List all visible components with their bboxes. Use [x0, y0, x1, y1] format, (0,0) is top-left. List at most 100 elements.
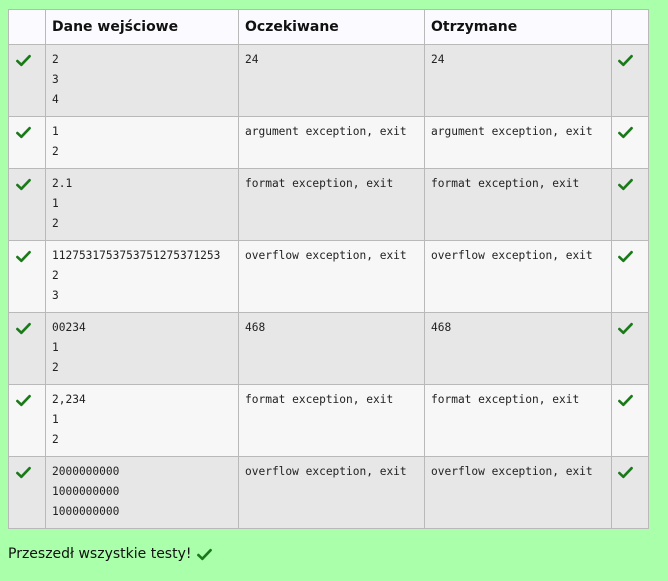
summary-text: Przeszedł wszystkie testy! — [8, 546, 192, 562]
check-icon — [618, 321, 633, 336]
input-cell: 2,234 1 2 — [45, 384, 239, 457]
table-row: 112753175375375127537125З 2 3 overflow exce… — [8, 240, 649, 313]
status-cell-left — [8, 240, 46, 313]
got-cell: overflow exception, exit — [424, 456, 612, 529]
input-cell: 2.1 1 2 — [45, 168, 239, 241]
check-icon — [16, 465, 31, 480]
header-status-left — [8, 9, 46, 45]
expected-text: 468 — [245, 321, 266, 334]
check-icon — [16, 53, 31, 68]
status-cell-left — [8, 116, 46, 169]
expected-cell: format exception, exit — [238, 384, 425, 457]
status-cell-right — [611, 168, 649, 241]
input-line: 112753175375375127537125З — [52, 249, 221, 262]
input-line: 2.1 — [52, 177, 73, 190]
check-icon — [618, 393, 633, 408]
input-line: 2 — [52, 433, 59, 446]
input-line: 2,234 — [52, 393, 86, 406]
got-cell: argument exception, exit — [424, 116, 612, 169]
expected-text: format exception, exit — [245, 393, 394, 406]
input-line: 1000000000 — [52, 485, 120, 498]
summary-message: Przeszedł wszystkie testy! — [8, 546, 212, 562]
expected-cell: overflow exception, exit — [238, 456, 425, 529]
table-header-row: Dane wejściowe Oczekiwane Otrzymane — [8, 9, 649, 45]
input-line: 3 — [52, 289, 59, 302]
header-got: Otrzymane — [424, 9, 612, 45]
expected-text: overflow exception, exit — [245, 465, 407, 478]
input-line: 4 — [52, 93, 59, 106]
table-row: 2.1 1 2 format exception, exit format except… — [8, 168, 649, 241]
got-text: 468 — [431, 321, 452, 334]
input-line: 2 — [52, 361, 59, 374]
header-input: Dane wejściowe — [45, 9, 239, 45]
got-text: 24 — [431, 53, 445, 66]
status-cell-right — [611, 116, 649, 169]
input-line: 1 — [52, 125, 59, 138]
input-line: 2 — [52, 53, 59, 66]
status-cell-right — [611, 384, 649, 457]
expected-cell: overflow exception, exit — [238, 240, 425, 313]
status-cell-right — [611, 44, 649, 117]
status-cell-left — [8, 168, 46, 241]
got-cell: 24 — [424, 44, 612, 117]
expected-text: overflow exception, exit — [245, 249, 407, 262]
table-row: 2000000000 1000000000 1000000000 overflow e… — [8, 456, 649, 529]
check-icon — [16, 321, 31, 336]
got-text: format exception, exit — [431, 393, 580, 406]
status-cell-left — [8, 44, 46, 117]
status-cell-right — [611, 312, 649, 385]
expected-cell: 24 — [238, 44, 425, 117]
input-cell: 2000000000 1000000000 1000000000 — [45, 456, 239, 529]
status-cell-left — [8, 384, 46, 457]
expected-cell: 468 — [238, 312, 425, 385]
table-row: 00234 1 2 468 468 — [8, 312, 649, 385]
got-text: format exception, exit — [431, 177, 580, 190]
got-cell: overflow exception, exit — [424, 240, 612, 313]
status-cell-left — [8, 456, 46, 529]
got-cell: 468 — [424, 312, 612, 385]
input-line: 2 — [52, 145, 59, 158]
status-cell-right — [611, 456, 649, 529]
header-expected: Oczekiwane — [238, 9, 425, 45]
check-icon — [618, 465, 633, 480]
input-cell: 00234 1 2 — [45, 312, 239, 385]
status-cell-right — [611, 240, 649, 313]
input-cell: 2 3 4 — [45, 44, 239, 117]
input-line: 1 — [52, 341, 59, 354]
check-icon — [196, 547, 212, 562]
expected-text: argument exception, exit — [245, 125, 407, 138]
check-icon — [16, 177, 31, 192]
got-cell: format exception, exit — [424, 168, 612, 241]
got-cell: format exception, exit — [424, 384, 612, 457]
check-icon — [618, 53, 633, 68]
check-icon — [618, 177, 633, 192]
input-line: 1 — [52, 413, 59, 426]
status-cell-left — [8, 312, 46, 385]
input-line: 2 — [52, 269, 59, 282]
input-line: 3 — [52, 73, 59, 86]
got-text: overflow exception, exit — [431, 249, 593, 262]
got-text: argument exception, exit — [431, 125, 593, 138]
expected-text: 24 — [245, 53, 259, 66]
table-row: 2,234 1 2 format exception, exit format exce… — [8, 384, 649, 457]
check-icon — [16, 125, 31, 140]
expected-cell: argument exception, exit — [238, 116, 425, 169]
input-line: 00234 — [52, 321, 86, 334]
table-row: 2 3 4 24 24 — [8, 44, 649, 117]
input-cell: 112753175375375127537125З 2 3 — [45, 240, 239, 313]
got-text: overflow exception, exit — [431, 465, 593, 478]
check-icon — [618, 125, 633, 140]
expected-cell: format exception, exit — [238, 168, 425, 241]
input-line: 1 — [52, 197, 59, 210]
input-line: 2000000000 — [52, 465, 120, 478]
input-line: 2 — [52, 217, 59, 230]
check-icon — [16, 249, 31, 264]
header-status-right — [611, 9, 649, 45]
input-line: 1000000000 — [52, 505, 120, 518]
check-icon — [16, 393, 31, 408]
check-icon — [618, 249, 633, 264]
